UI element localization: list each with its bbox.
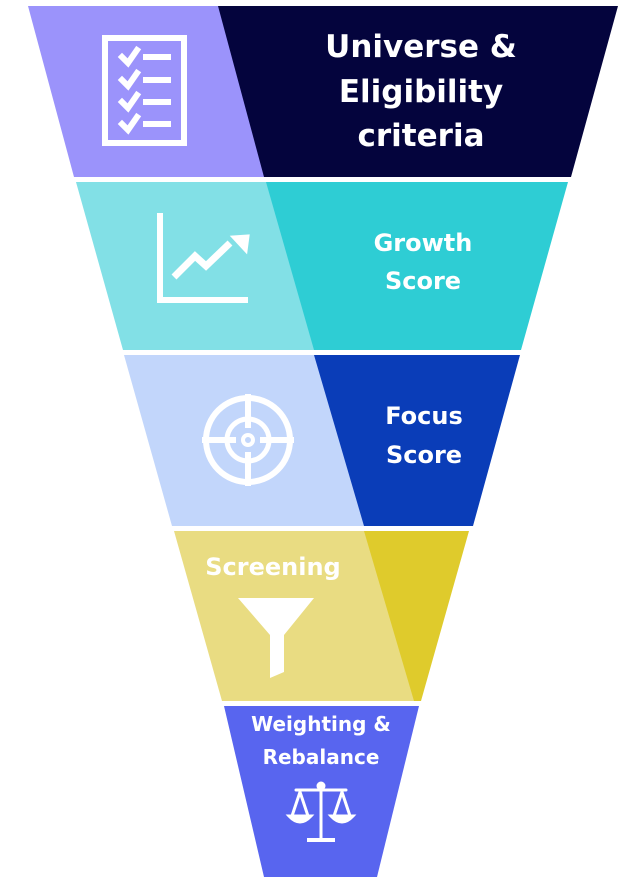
stage-growth-label-line-1: Growth bbox=[374, 229, 473, 257]
stage-universe-light-panel bbox=[28, 6, 268, 177]
stage-screening-dark-panel bbox=[364, 531, 469, 701]
checklist-icon bbox=[102, 35, 187, 146]
stage-growth-label-line-2: Score bbox=[385, 267, 461, 295]
stage-growth: Growth Score bbox=[76, 182, 568, 350]
filter-funnel-icon bbox=[238, 598, 314, 678]
stage-universe-dark-panel bbox=[218, 6, 618, 177]
target-icon bbox=[202, 394, 294, 486]
stage-universe-label-line-2: Eligibility bbox=[339, 74, 503, 110]
stage-focus: Focus Score bbox=[124, 355, 520, 526]
stage-weighting-label-line-1: Weighting & bbox=[251, 712, 391, 736]
stage-growth-dark-panel bbox=[266, 182, 568, 350]
stage-focus-dark-panel bbox=[314, 355, 520, 526]
stage-universe: Universe & Eligibility criteria bbox=[28, 6, 618, 177]
stage-focus-label-line-2: Score bbox=[386, 441, 462, 469]
stage-weighting: Weighting & Rebalance bbox=[224, 706, 419, 877]
stage-universe-label-line-1: Universe & bbox=[325, 29, 517, 65]
stage-growth-light-panel bbox=[76, 182, 316, 350]
stage-screening: Screening bbox=[174, 531, 469, 701]
stage-universe-label-line-3: criteria bbox=[358, 118, 485, 154]
growth-chart-icon bbox=[157, 213, 250, 303]
stage-weighting-label-line-2: Rebalance bbox=[263, 745, 380, 769]
stage-screening-label: Screening bbox=[205, 553, 340, 581]
balance-scale-icon bbox=[285, 781, 357, 842]
stage-focus-label-line-1: Focus bbox=[385, 402, 463, 430]
